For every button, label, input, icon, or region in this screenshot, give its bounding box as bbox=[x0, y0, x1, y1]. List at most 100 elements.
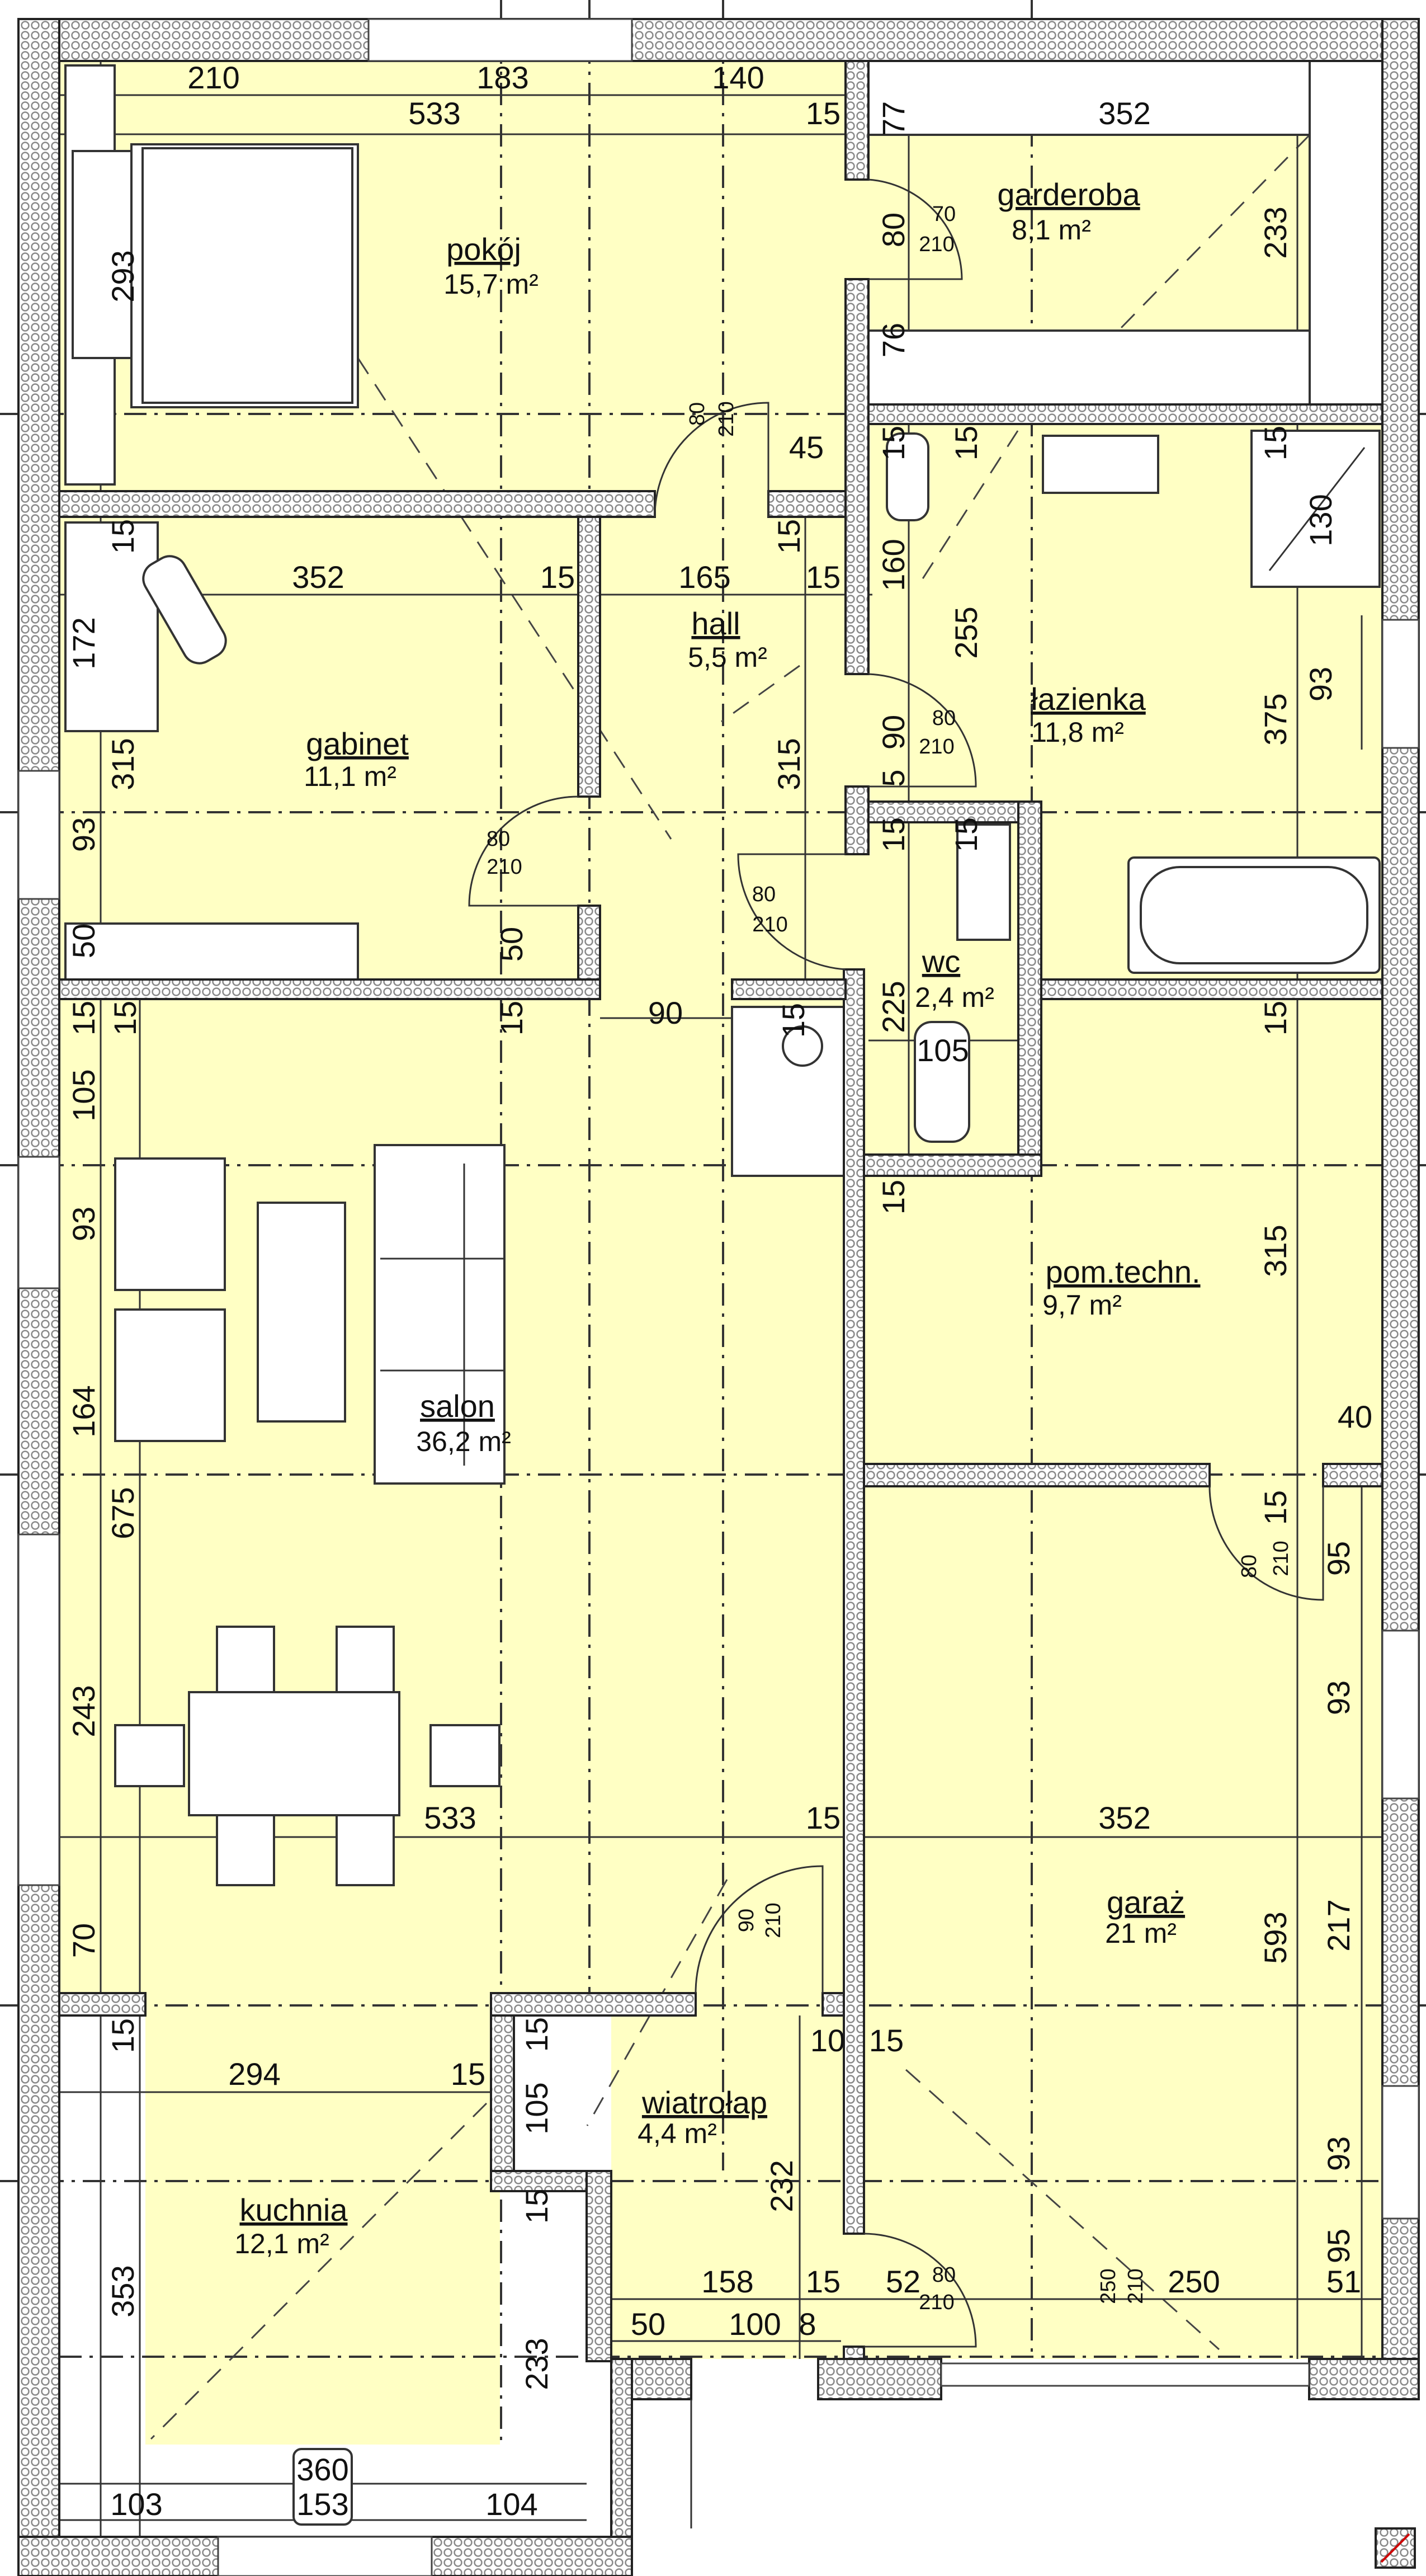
window bbox=[367, 18, 633, 62]
dimension-label: 164 bbox=[66, 1385, 101, 1437]
dimension-label: 50 bbox=[494, 927, 529, 962]
dining-chair bbox=[429, 1724, 500, 1787]
dimension-label: 172 bbox=[66, 617, 101, 669]
dimension-label: 15 bbox=[1258, 1001, 1293, 1035]
dimension-label: 232 bbox=[764, 2160, 799, 2212]
room-name-wiatrolap: wiatrołap bbox=[641, 2085, 767, 2120]
dimension-label: 8 bbox=[799, 2306, 816, 2342]
desk bbox=[64, 521, 159, 732]
dimension-label: 315 bbox=[105, 738, 140, 790]
dimension-label: 15 bbox=[105, 519, 140, 554]
gate-height-label: 210 bbox=[1124, 2268, 1148, 2304]
dimension-label: 352 bbox=[1098, 96, 1150, 131]
dimension-label: 217 bbox=[1321, 1899, 1356, 1951]
dimension-label: 15 bbox=[494, 1001, 529, 1035]
wall-interior bbox=[577, 516, 601, 798]
window bbox=[17, 1533, 60, 1886]
dimension-label: 40 bbox=[1338, 1399, 1372, 1434]
dimension-label: 103 bbox=[110, 2486, 162, 2522]
door-gabinet bbox=[468, 795, 579, 907]
dimension-label: 153 bbox=[296, 2486, 348, 2522]
sofa bbox=[374, 1144, 506, 1485]
dimension-label: 593 bbox=[1258, 1911, 1293, 1963]
dimension-label: 51 bbox=[1326, 2264, 1361, 2299]
door-width-label: 80 bbox=[686, 402, 709, 426]
door-labels: 70 210 80 210 80 210 80 210 80 210 80 21… bbox=[487, 202, 1293, 2314]
dimension-label: 95 bbox=[1321, 2229, 1356, 2263]
room-area-pokoj: 15,7 m² bbox=[443, 269, 539, 300]
room-labels: pokój 15,7 m² garderoba 8,1 m² hall 5,5 … bbox=[234, 177, 1200, 2259]
toilet bbox=[886, 432, 929, 521]
room-name-hall: hall bbox=[691, 606, 740, 641]
dimension-label: 183 bbox=[476, 60, 528, 95]
sink bbox=[1042, 435, 1159, 494]
wall-left bbox=[17, 18, 60, 2576]
room-name-salon: salon bbox=[420, 1388, 495, 1424]
dimension-label: 233 bbox=[1258, 206, 1293, 258]
kitchen-floor bbox=[145, 2015, 500, 2445]
wall-interior bbox=[490, 2014, 515, 2192]
dimension-label: 45 bbox=[789, 430, 824, 465]
door-height-label: 210 bbox=[919, 735, 954, 759]
dimension-label: 5 bbox=[876, 769, 911, 787]
door-garderoba bbox=[868, 178, 963, 280]
dimension-label: 352 bbox=[292, 559, 344, 595]
wall-interior bbox=[585, 2170, 612, 2362]
door-height-label: 210 bbox=[762, 1902, 785, 1938]
bed-mattress bbox=[141, 147, 353, 404]
dining-chair bbox=[216, 1814, 275, 1886]
dimension-label: 293 bbox=[105, 250, 140, 302]
dimension-label: 243 bbox=[66, 1685, 101, 1737]
coffee-table bbox=[257, 1202, 346, 1423]
wall-interior bbox=[821, 1992, 845, 2017]
dining-chair bbox=[336, 1626, 395, 1693]
wall-interior bbox=[844, 60, 870, 181]
bathtub-basin bbox=[1140, 866, 1368, 964]
section-marker-icon bbox=[1375, 2527, 1416, 2569]
dimension-label: 294 bbox=[228, 2056, 280, 2092]
room-area-wiatrolap: 4,4 m² bbox=[638, 2118, 717, 2149]
dimension-label: 15 bbox=[806, 2264, 841, 2299]
room-area-wc: 2,4 m² bbox=[915, 982, 994, 1013]
dimension-label: 15 bbox=[806, 559, 841, 595]
window bbox=[17, 1156, 60, 1289]
dimension-label: 15 bbox=[806, 1800, 841, 1835]
dimension-label: 15 bbox=[66, 1001, 101, 1035]
room-area-hall: 5,5 m² bbox=[688, 642, 767, 673]
dimension-label: 93 bbox=[1321, 2136, 1356, 2171]
room-name-kuchnia: kuchnia bbox=[239, 2192, 348, 2227]
door-height-label: 210 bbox=[919, 2291, 954, 2314]
dimension-label: 15 bbox=[876, 1180, 911, 1214]
dimension-label: 233 bbox=[519, 2338, 554, 2390]
wall-bottom-garage bbox=[1308, 2358, 1420, 2400]
window bbox=[17, 770, 60, 900]
wc-toilet bbox=[914, 1021, 970, 1143]
dimension-label: 225 bbox=[876, 981, 911, 1033]
wall-interior bbox=[867, 403, 1383, 425]
room-name-gabinet: gabinet bbox=[306, 726, 409, 761]
wall-interior bbox=[867, 800, 1042, 823]
dining-chair bbox=[114, 1724, 185, 1787]
dimension-label: 93 bbox=[1303, 667, 1338, 701]
shelf-bottom bbox=[867, 329, 1311, 406]
dimension-label: 158 bbox=[701, 2264, 753, 2299]
dimension-label: 130 bbox=[1303, 494, 1338, 546]
room-name-garaz: garaż bbox=[1107, 1885, 1185, 1920]
windows bbox=[17, 18, 1420, 2576]
walls bbox=[17, 18, 1420, 2576]
window bbox=[1381, 1630, 1420, 1800]
room-name-lazienka: łazienka bbox=[1031, 681, 1146, 717]
door-width-label: 80 bbox=[932, 707, 956, 730]
dimension-label: 315 bbox=[771, 738, 806, 790]
furniture bbox=[64, 60, 1383, 2526]
door-width-label: 70 bbox=[932, 202, 956, 226]
door-height-label: 210 bbox=[715, 401, 738, 436]
wall-interior bbox=[843, 968, 865, 2235]
dimension-label: 15 bbox=[806, 96, 841, 131]
dimension-label: 15 bbox=[107, 1001, 143, 1035]
door-width-label: 80 bbox=[932, 2263, 956, 2287]
dimension-label: 52 bbox=[886, 2264, 920, 2299]
room-diagonals bbox=[150, 134, 1311, 2440]
window bbox=[1381, 2085, 1420, 2220]
wall-top bbox=[17, 18, 1420, 62]
